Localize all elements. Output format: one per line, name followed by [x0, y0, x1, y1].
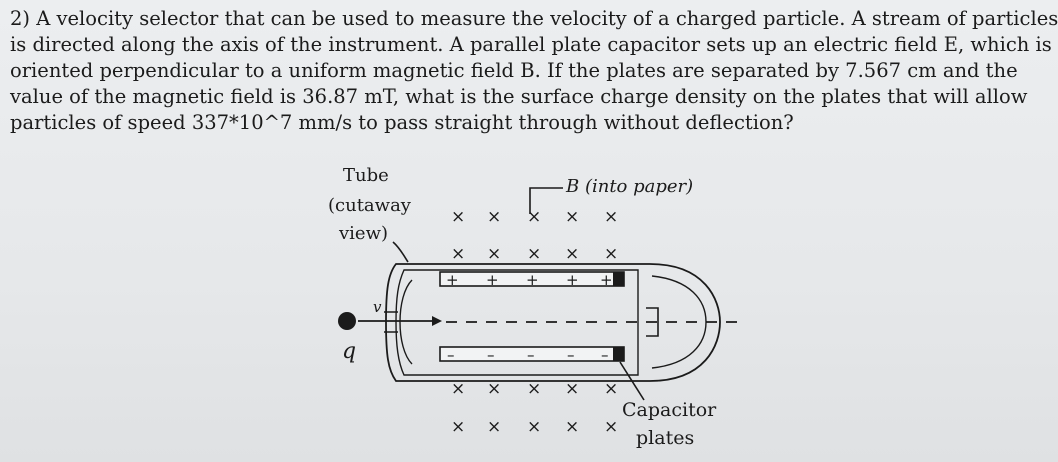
charged-particle [338, 312, 356, 330]
field-mark: × [487, 207, 501, 227]
field-mark: × [604, 244, 618, 264]
velocity-label: v [373, 298, 382, 316]
plus-sign: + [486, 271, 499, 289]
field-mark: × [527, 417, 541, 437]
field-mark: × [565, 207, 579, 227]
field-mark: × [565, 417, 579, 437]
minus-sign: – [487, 346, 495, 364]
plate-signs: + + + + + – – – – – [446, 271, 613, 364]
tube-label-line-3: view) [338, 223, 388, 244]
minus-sign: – [601, 346, 609, 364]
field-mark: × [451, 379, 465, 399]
field-mark: × [487, 417, 501, 437]
capacitor-plates [439, 271, 625, 362]
capacitor-label-line-1: Capacitor [622, 399, 717, 421]
field-mark: × [487, 379, 501, 399]
tube-label-line-2: (cutaway [328, 195, 412, 216]
capacitor-pointer [619, 361, 645, 401]
plus-sign: + [526, 271, 539, 289]
plus-sign: + [600, 271, 613, 289]
tube-label-pointer [392, 241, 409, 263]
problem-line: particles of speed 337*10^7 mm/s to pass… [10, 111, 794, 134]
field-mark: × [604, 379, 618, 399]
problem-line: 2) A velocity selector that can be used … [10, 7, 1058, 30]
field-mark: × [451, 207, 465, 227]
problem-line: value of the magnetic field is 36.87 mT,… [10, 85, 1028, 108]
problem-line: is directed along the axis of the instru… [10, 33, 1052, 56]
minus-sign: – [527, 346, 535, 364]
velocity-arrowhead [432, 316, 442, 326]
field-mark: × [527, 207, 541, 227]
minus-sign: – [567, 346, 575, 364]
capacitor-label-line-2: plates [636, 427, 694, 449]
b-field-pointer [529, 187, 563, 214]
field-mark: × [565, 244, 579, 264]
field-mark: × [604, 207, 618, 227]
field-mark: × [451, 244, 465, 264]
field-mark: × [527, 244, 541, 264]
problem-line: oriented perpendicular to a uniform magn… [10, 59, 1018, 82]
field-mark: × [527, 379, 541, 399]
tube-label-line-1: Tube [343, 165, 389, 186]
field-mark: × [604, 417, 618, 437]
field-mark: × [565, 379, 579, 399]
magnetic-field-marks: × × × × × × × × × × × × × × × × × × × × [451, 207, 618, 437]
minus-sign: – [447, 346, 455, 364]
problem-statement: 2) A velocity selector that can be used … [10, 6, 1058, 136]
field-mark: × [487, 244, 501, 264]
plus-sign: + [566, 271, 579, 289]
field-mark: × [451, 417, 465, 437]
charge-label: q [342, 339, 356, 364]
plus-sign: + [446, 271, 459, 289]
b-field-label: B (into paper) [565, 176, 693, 197]
